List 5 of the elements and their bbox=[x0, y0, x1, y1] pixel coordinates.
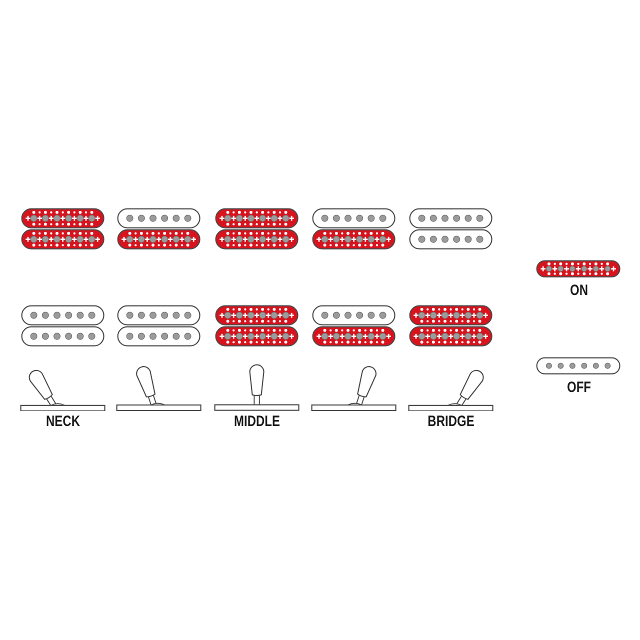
switch-position-label: BRIDGE bbox=[428, 414, 474, 429]
switch-position-label: MIDDLE bbox=[234, 414, 280, 429]
switch-position-label: NECK bbox=[46, 414, 80, 429]
legend-label: ON bbox=[570, 283, 588, 298]
legend-label: OFF bbox=[566, 380, 590, 395]
